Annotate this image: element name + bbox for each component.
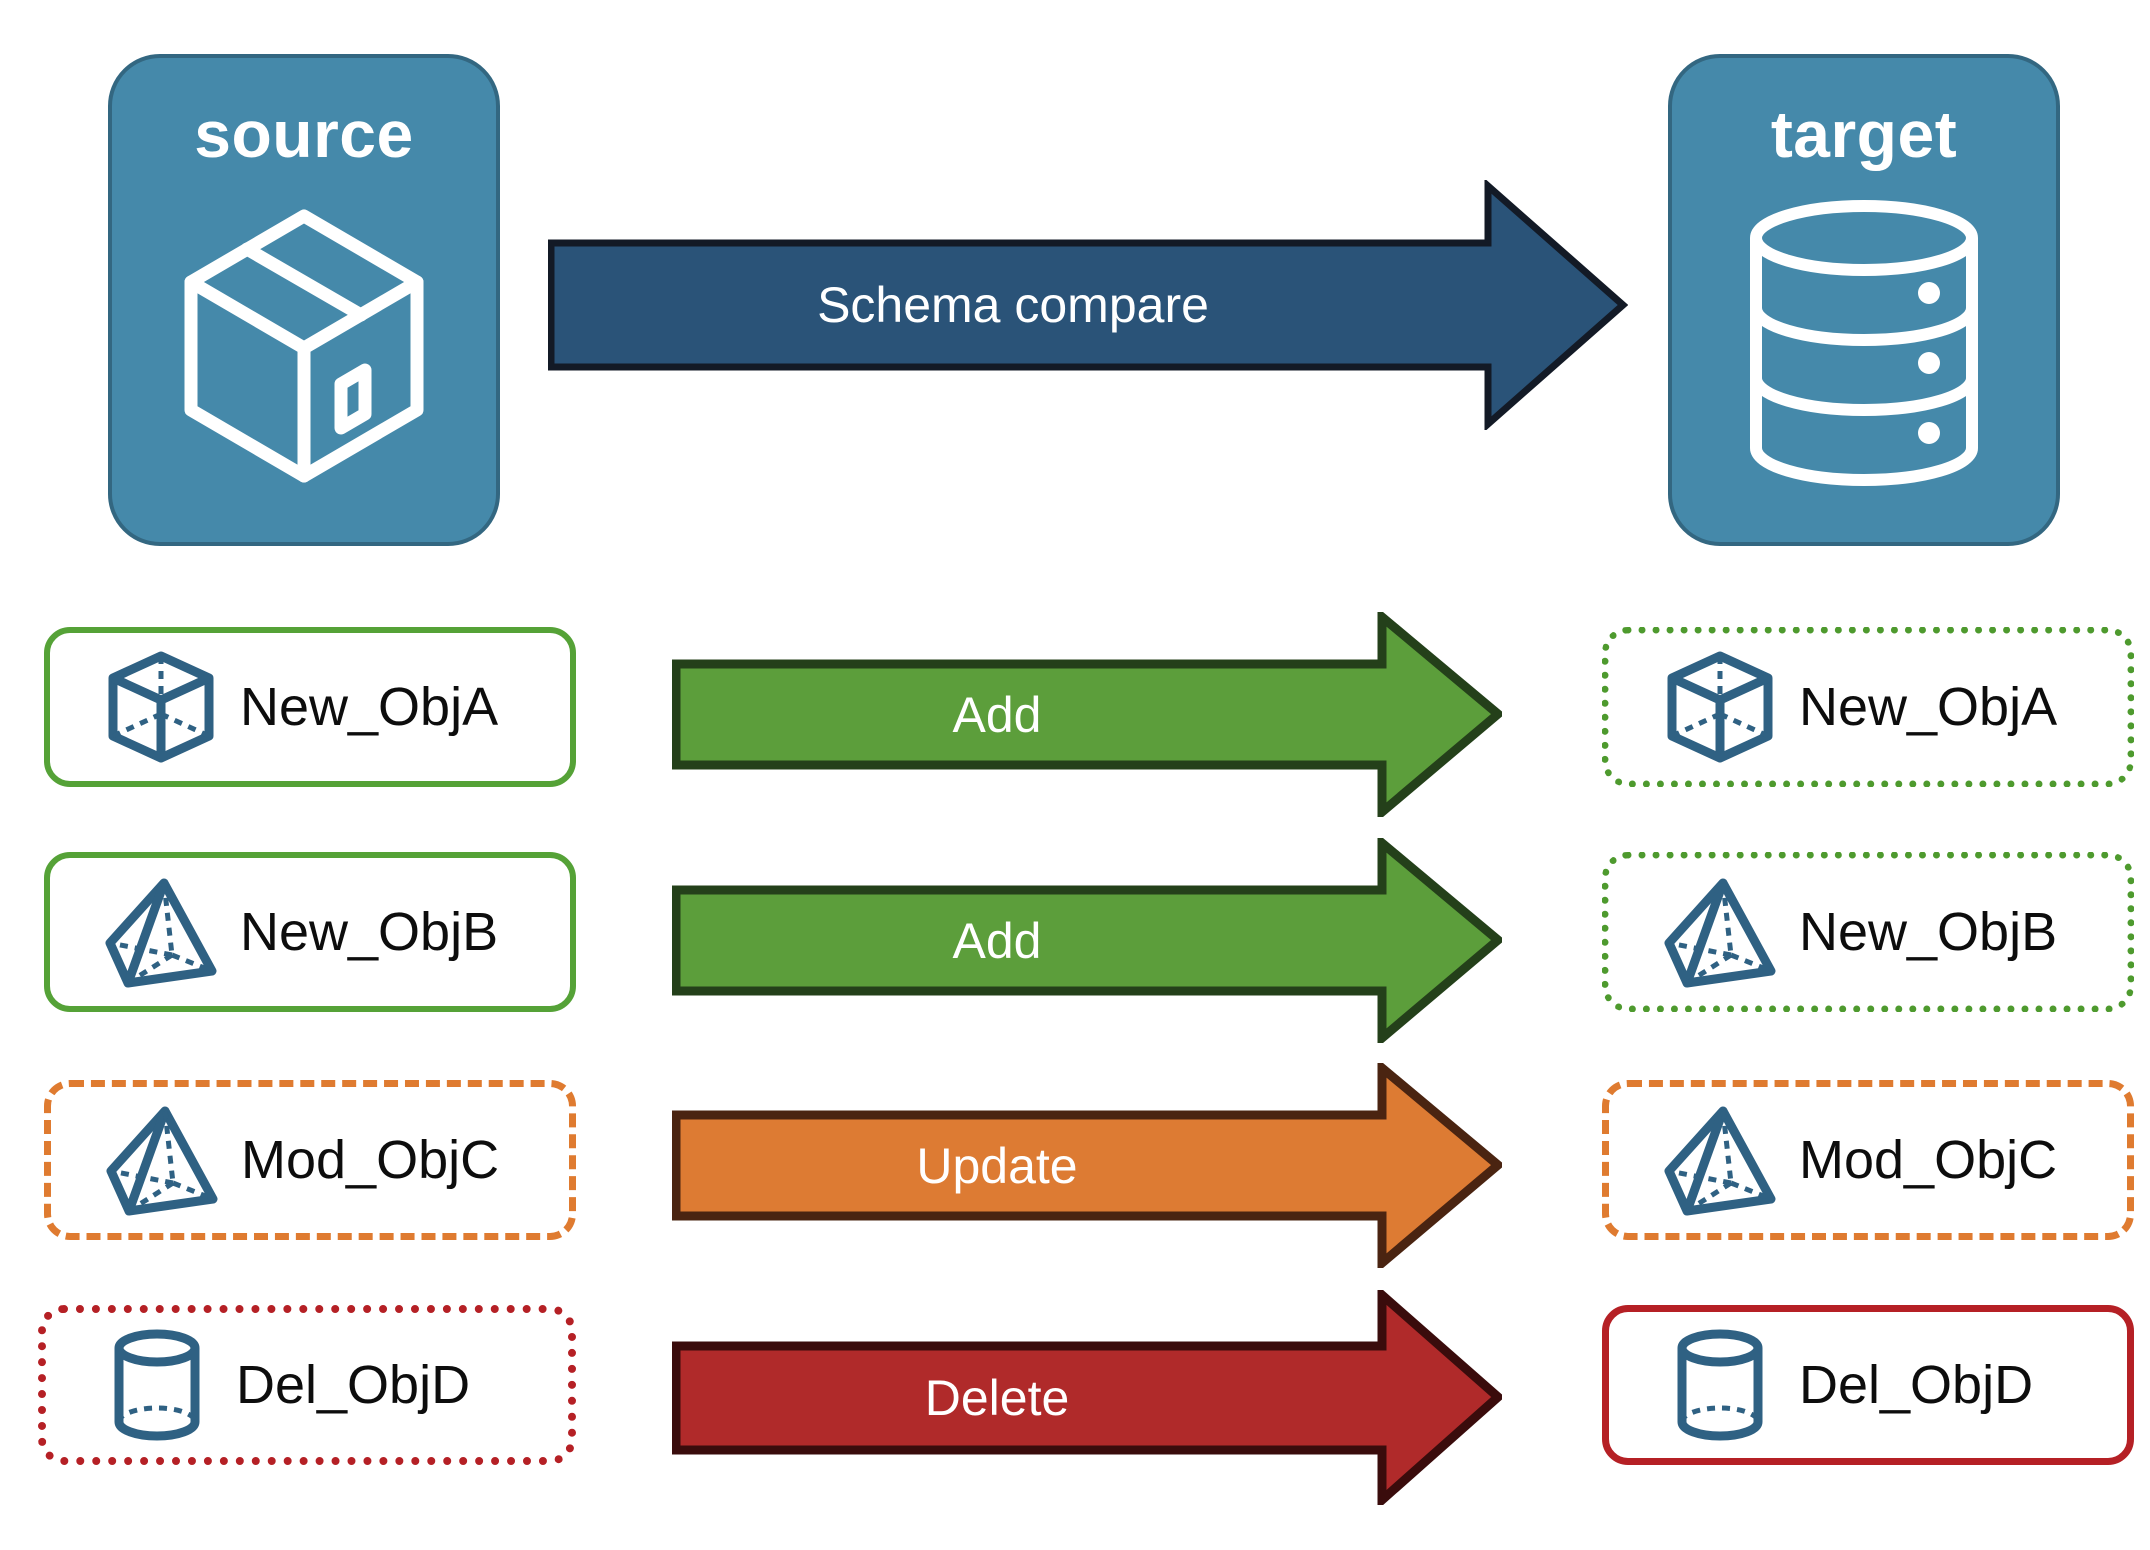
schema-compare-label: Schema compare [817, 277, 1209, 333]
action-arrow-add-1[interactable]: Add [671, 833, 1505, 1048]
package-box-icon [112, 198, 496, 488]
wireframe-pyramid-icon [1661, 1101, 1779, 1219]
wireframe-cylinder-icon [1661, 1326, 1779, 1444]
action-arrow-add-0[interactable]: Add [671, 607, 1505, 822]
action-arrow-label-3: Delete [924, 1369, 1070, 1426]
source-panel[interactable]: source [108, 54, 500, 546]
wireframe-pyramid-icon [103, 1101, 221, 1219]
action-arrow-label-1: Add [952, 912, 1042, 969]
source-card-label-3: Del_ObjD [236, 1355, 471, 1415]
target-panel[interactable]: target [1668, 54, 2060, 546]
source-card-0[interactable]: New_ObjA [44, 627, 576, 787]
target-card-label-2: Mod_ObjC [1799, 1130, 2058, 1190]
source-card-label-2: Mod_ObjC [241, 1130, 500, 1190]
target-card-3[interactable]: Del_ObjD [1602, 1305, 2134, 1465]
source-card-label-0: New_ObjA [240, 677, 499, 737]
schema-compare-arrow[interactable]: Schema compare [547, 178, 1629, 432]
action-arrow-label-2: Update [916, 1137, 1078, 1194]
source-title: source [194, 97, 414, 171]
source-card-1[interactable]: New_ObjB [44, 852, 576, 1012]
target-card-0[interactable]: New_ObjA [1602, 627, 2134, 787]
action-arrow-update-2[interactable]: Update [671, 1058, 1505, 1273]
target-card-2[interactable]: Mod_ObjC [1602, 1080, 2134, 1240]
wireframe-cube-icon [1661, 648, 1779, 766]
source-card-label-1: New_ObjB [240, 902, 499, 962]
action-arrow-delete-3[interactable]: Delete [671, 1285, 1505, 1511]
database-cylinder-icon [1672, 198, 2056, 488]
source-card-2[interactable]: Mod_ObjC [44, 1080, 576, 1240]
action-arrow-label-0: Add [952, 686, 1042, 743]
wireframe-cube-icon [102, 648, 220, 766]
wireframe-pyramid-icon [102, 873, 220, 991]
target-title: target [1770, 97, 1958, 171]
wireframe-pyramid-icon [1661, 873, 1779, 991]
target-card-label-1: New_ObjB [1799, 902, 2058, 962]
target-card-label-3: Del_ObjD [1799, 1355, 2034, 1415]
target-card-1[interactable]: New_ObjB [1602, 852, 2134, 1012]
wireframe-cylinder-icon [98, 1326, 216, 1444]
source-card-3[interactable]: Del_ObjD [38, 1305, 576, 1465]
target-card-label-0: New_ObjA [1799, 677, 2058, 737]
